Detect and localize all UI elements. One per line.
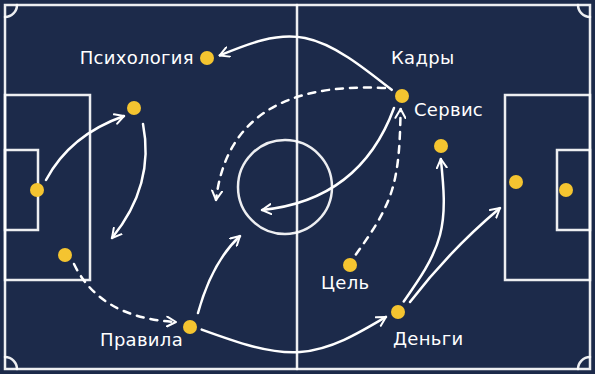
player-dot: [559, 183, 573, 197]
pass-arrow: [46, 116, 124, 180]
run-arrow: [216, 88, 385, 201]
pass-arrow: [202, 317, 386, 352]
pass-arrow: [262, 108, 394, 210]
corner-arc: [578, 5, 590, 17]
pass-arrow: [410, 208, 500, 302]
player-dot: [127, 101, 141, 115]
corner-arc: [5, 357, 17, 369]
pass-arrow: [356, 109, 401, 255]
penalty-box: [505, 95, 590, 280]
player-label: Деньги: [393, 328, 463, 349]
player-dot: Психология: [200, 51, 214, 65]
player-dot: Кадры: [395, 89, 409, 103]
penalty-box: [5, 95, 90, 280]
corner-arc: [5, 5, 17, 17]
goal-box: [557, 150, 590, 230]
player-label: Психология: [80, 47, 194, 68]
pass-arrow: [198, 236, 240, 313]
player-label: Цель: [321, 272, 369, 293]
player-dot: Цель: [343, 258, 357, 272]
centre-circle: [238, 140, 332, 234]
player-dot: [58, 248, 72, 262]
run-arrow: [74, 264, 176, 322]
player-dot: [509, 175, 523, 189]
pass-arrow: [112, 124, 146, 238]
corner-arc: [578, 357, 590, 369]
player-dot: Правила: [183, 320, 197, 334]
player-label: Кадры: [391, 47, 454, 68]
pass-arrow: [220, 36, 392, 89]
halfway-line: [296, 5, 299, 369]
pitch-boundary: [5, 5, 590, 369]
player-dot: Деньги: [391, 305, 405, 319]
player-dot: [30, 183, 44, 197]
player-dot: Сервис: [434, 139, 448, 153]
player-label: Сервис: [414, 99, 483, 120]
pass-arrow: [404, 159, 444, 301]
player-label: Правила: [100, 329, 183, 350]
